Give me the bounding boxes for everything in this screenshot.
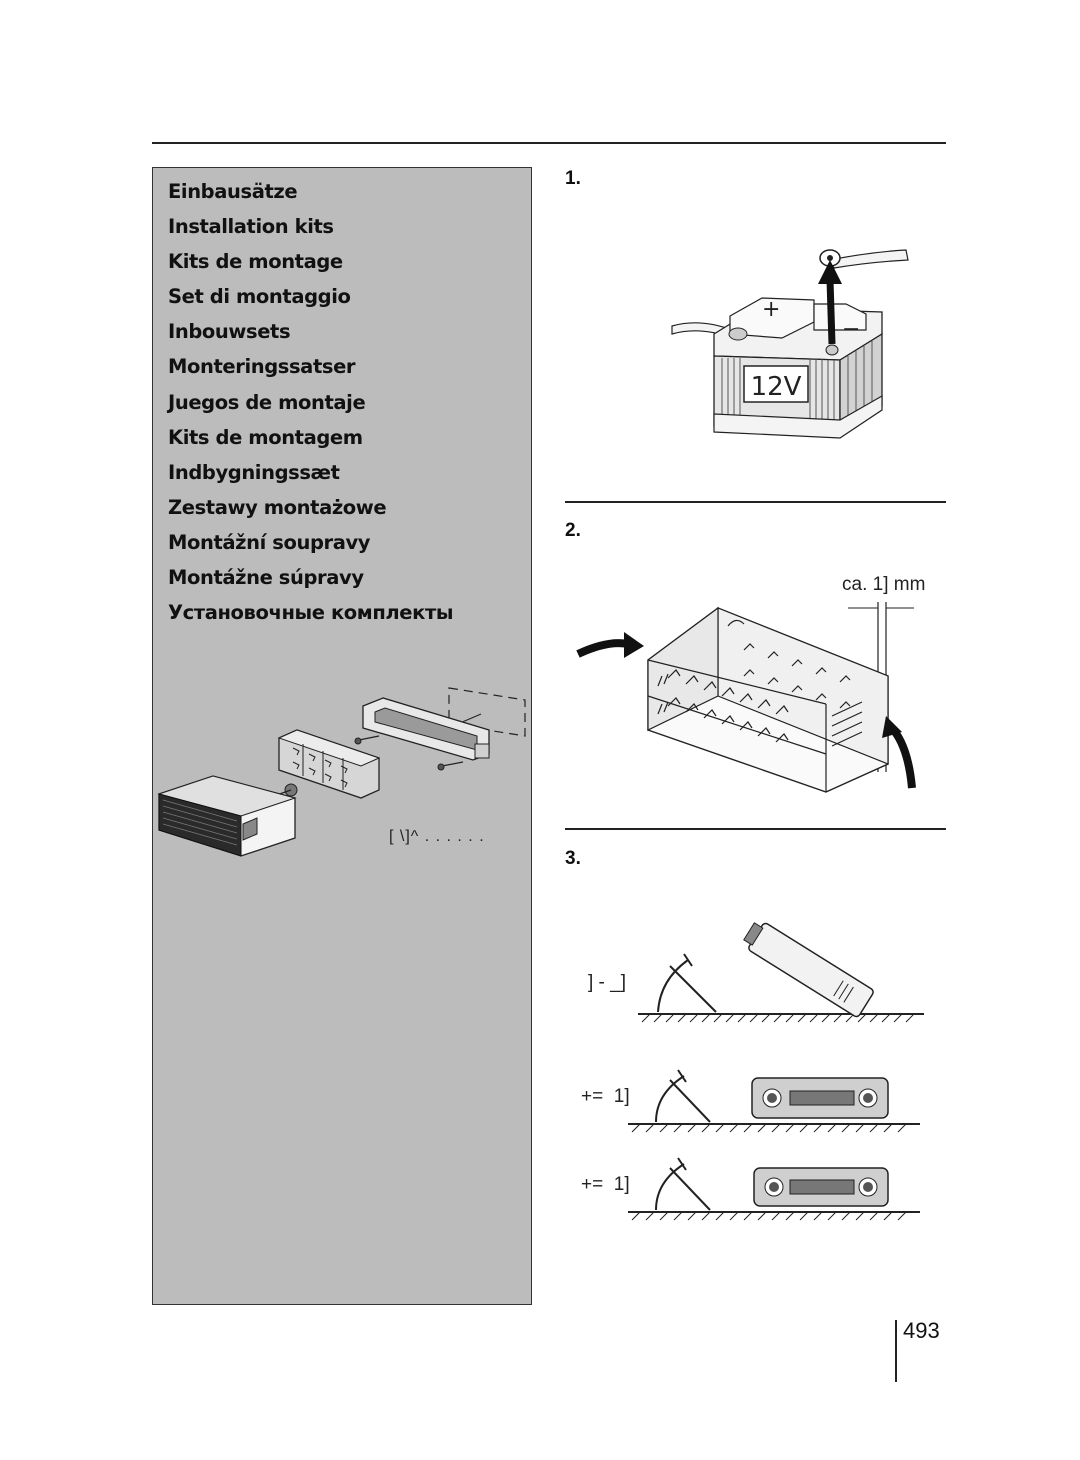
- radio-unit-tilted-icon: [638, 922, 924, 1023]
- kit-title-es: Juegos de montaje: [168, 390, 366, 414]
- kit-title-nl: Inbouwsets: [168, 320, 291, 344]
- step-2-number: 2.: [565, 520, 581, 541]
- svg-text:+: +: [762, 297, 780, 322]
- kit-caption: [ \]^ . . . . . .: [389, 828, 485, 845]
- kit-title-sk: Montážne súpravy: [168, 566, 364, 590]
- step-3-number: 3.: [565, 848, 581, 869]
- kit-title-sv: Monteringssatser: [168, 355, 356, 379]
- svg-text:−: −: [842, 317, 860, 342]
- page-number: 493: [903, 1318, 940, 1343]
- kit-title-it: Set di montaggio: [168, 285, 351, 309]
- kit-title-en: Installation kits: [168, 215, 334, 239]
- gap-label: ca. 1] mm: [842, 574, 926, 595]
- battery-icon: + − 12V: [671, 249, 909, 439]
- kit-title-list: Einbausätze Installation kits Kits de mo…: [168, 174, 453, 630]
- step-divider-1: [565, 501, 946, 503]
- kit-title-pt: Kits de montagem: [168, 425, 363, 449]
- kit-title-ru: Установочные комплекты: [168, 601, 454, 625]
- radio-front-flat-icon: [628, 1069, 920, 1133]
- step-1-number: 1.: [565, 168, 581, 189]
- mounting-frame-icon: [576, 602, 916, 793]
- installation-kits-panel: Einbausätze Installation kits Kits de mo…: [152, 167, 532, 1305]
- kit-title-cs: Montážní soupravy: [168, 530, 371, 554]
- angle-label-2: += 1]: [581, 1086, 630, 1107]
- angle-label-1: ] - _]: [588, 972, 627, 993]
- kit-title-de: Einbausätze: [168, 180, 298, 203]
- kit-title-da: Indbygningssæt: [168, 460, 340, 484]
- radio-front-raised-icon: [628, 1157, 920, 1221]
- top-rule: [152, 142, 946, 144]
- kit-title-pl: Zestawy montażowe: [168, 495, 387, 519]
- installation-kit-exploded-icon: [157, 687, 526, 857]
- battery-voltage-label: 12V: [751, 372, 802, 402]
- page-number-bar: [895, 1320, 897, 1382]
- step-divider-2: [565, 828, 946, 830]
- kit-title-fr: Kits de montage: [168, 250, 343, 274]
- angle-label-3: += 1]: [581, 1174, 630, 1195]
